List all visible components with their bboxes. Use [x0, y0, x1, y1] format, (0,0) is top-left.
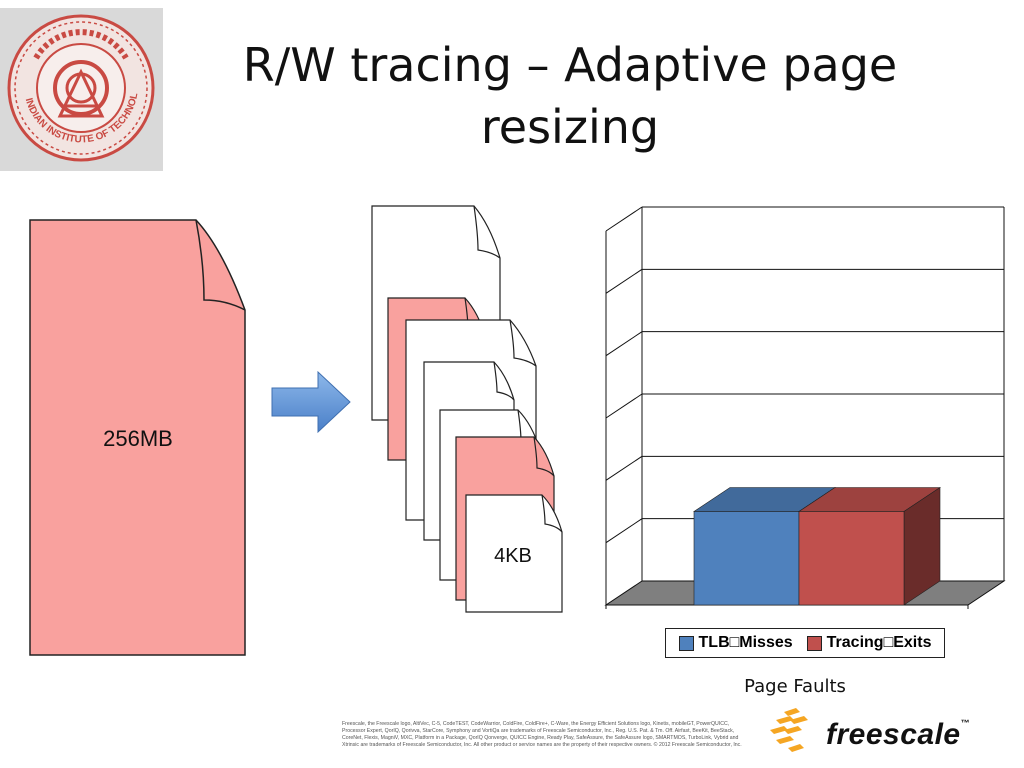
slide-title-line-1: R/W tracing – Adaptive page [242, 38, 898, 92]
legend-label-tlb-misses: TLB□Misses [698, 634, 793, 651]
legend-swatch-tlb-misses [678, 635, 694, 651]
page-faults-chart [604, 206, 1006, 609]
large-page-256mb: 256MB [29, 219, 246, 656]
legend-label-tracing-exits: Tracing□Exits [826, 634, 932, 651]
legend-item-tracing-exits: Tracing□Exits [806, 634, 932, 652]
freescale-logo: freescale™ [768, 706, 1008, 756]
slide-title-line-2: resizing [480, 100, 660, 154]
chart-legend: TLB□Misses Tracing□Exits [665, 628, 945, 658]
seal-icon: INDIAN INSTITUTE OF TECHNOLOGY DELHI [0, 0, 155, 162]
brand-name: freescale [826, 718, 961, 751]
small-page-label: 4KB [494, 545, 532, 567]
brand-trademark: ™ [960, 718, 971, 728]
small-pages-stack: 4KB [371, 205, 563, 613]
freescale-wordmark: freescale™ [826, 718, 970, 752]
freescale-mark-icon [770, 708, 808, 752]
transform-arrow-icon [271, 370, 351, 434]
chart-bars [693, 486, 941, 606]
chart-gridline-side [605, 518, 643, 544]
chart-gridline-side [605, 393, 643, 419]
footer-legal-text: Freescale, the Freescale logo, AltiVec, … [342, 721, 742, 748]
chart-gridline-side [605, 455, 643, 481]
legend-swatch-tracing-exits [806, 635, 822, 651]
bar-tlb-misses-front [693, 511, 800, 606]
bar-tracing-exits-front [798, 511, 905, 606]
slide-title: R/W tracing – Adaptive page resizing [200, 34, 940, 158]
institute-seal-logo: INDIAN INSTITUTE OF TECHNOLOGY DELHI [0, 0, 163, 171]
small-page-4kb: 4KB [465, 494, 563, 613]
chart-x-axis-label: Page Faults [744, 676, 846, 697]
chart-gridline-side [605, 206, 643, 232]
chart-gridline-side [605, 268, 643, 294]
legend-item-tlb-misses: TLB□Misses [678, 634, 793, 652]
chart-gridline-side [605, 331, 643, 357]
large-page-label: 256MB [103, 426, 173, 451]
